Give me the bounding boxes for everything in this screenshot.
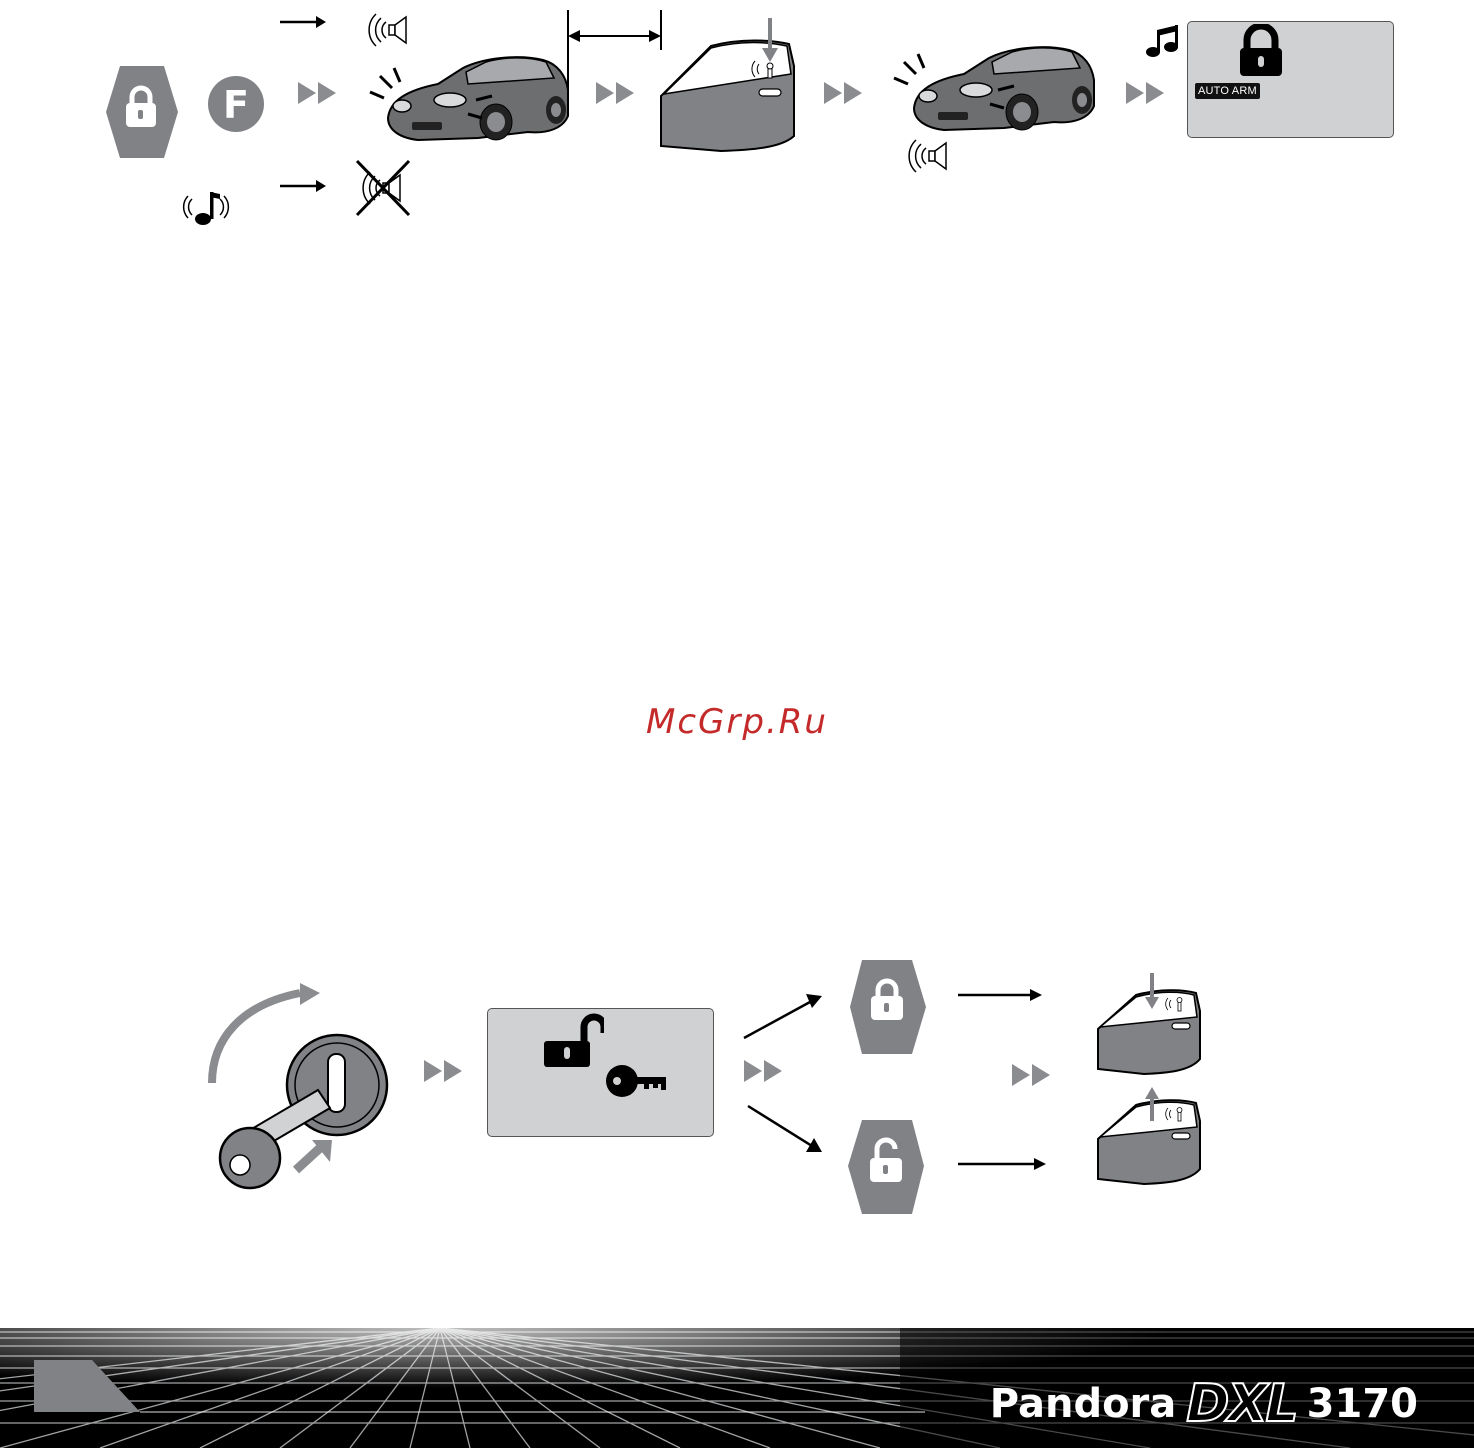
lock-icon: [1236, 24, 1286, 80]
fast-forward-arrow: [744, 1060, 782, 1082]
arrow-to-muted-siren: [280, 180, 326, 192]
fast-forward-arrow: [298, 82, 336, 104]
arrow-to-siren: [280, 16, 326, 28]
fast-forward-arrow: [1012, 1064, 1050, 1086]
lcd-display-disarmed: [487, 1008, 714, 1137]
arrow-to-door-unlock: [958, 1158, 1046, 1170]
svg-text:F: F: [223, 83, 249, 127]
brand-dxl-logo: DXL: [1186, 1374, 1296, 1434]
lock-button-icon: [106, 66, 178, 158]
siren-icon: [909, 140, 946, 172]
music-note-icon: [1146, 25, 1178, 57]
door-icon: [661, 18, 794, 151]
f-button-icon: F: [208, 76, 264, 132]
delay-bracket: [568, 10, 661, 96]
auto-arm-label: AUTO ARM: [1195, 83, 1260, 99]
brand-name: Pandora: [990, 1381, 1177, 1427]
siren-icon: [369, 14, 406, 46]
fast-forward-arrow: [1126, 82, 1164, 104]
lcd-display-armed: AUTO ARM: [1187, 21, 1394, 138]
unlock-button-icon: [848, 1120, 924, 1214]
arrow-to-lock: [744, 994, 822, 1038]
door-unlock-icon: [1098, 1087, 1200, 1184]
car-flashing-icon: [370, 57, 568, 140]
model-number: 3170: [1307, 1381, 1418, 1427]
arrow-to-unlock: [748, 1106, 822, 1152]
fast-forward-arrow: [596, 82, 634, 104]
music-note-icon: [184, 192, 229, 225]
fast-forward-arrow: [424, 1060, 462, 1082]
lock-button-icon: [850, 960, 926, 1054]
siren-muted-icon: [357, 161, 409, 215]
bottom-sequence-diagram: [0, 940, 1474, 1240]
watermark-text: McGrp.Ru: [0, 702, 1474, 742]
insert-arrow-icon: [296, 1140, 332, 1170]
door-lock-icon: [1098, 973, 1200, 1074]
brand-logo: Pandora DXL 3170: [990, 1374, 1418, 1434]
car-flashing-icon: [894, 47, 1094, 130]
key-icon: [606, 1063, 668, 1099]
arrow-to-door-lock: [958, 989, 1042, 1001]
unlock-icon: [544, 1011, 604, 1071]
fast-forward-arrow: [824, 82, 862, 104]
key-icon: [220, 1090, 330, 1188]
